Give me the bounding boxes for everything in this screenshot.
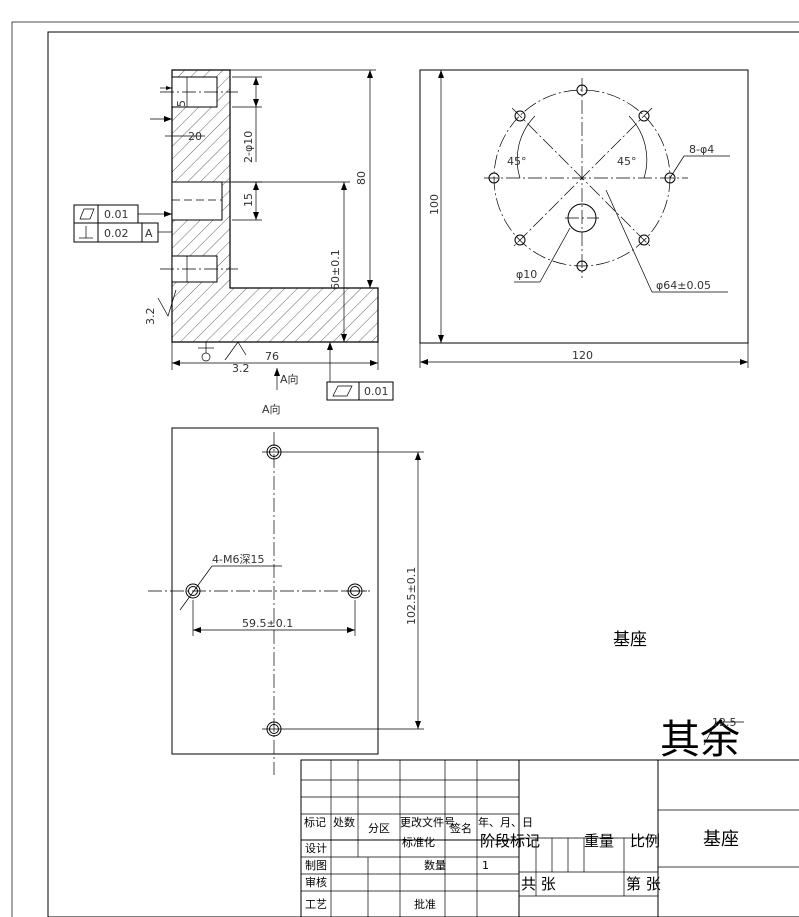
dim-2phi10: 2-φ10 — [242, 131, 255, 163]
row-review: 审核 — [305, 875, 327, 889]
svg-text:A: A — [145, 227, 153, 240]
roughness-side: 3.2 — [144, 308, 157, 326]
hdr-sign: 签名 — [450, 821, 472, 835]
dim-15: 15 — [242, 193, 255, 207]
qiyu-roughness: 12.5 — [712, 716, 737, 729]
stage-mark: 阶段标记 — [480, 832, 540, 850]
angle-right: 45° — [617, 155, 637, 168]
dim-120: 120 — [572, 349, 593, 362]
thread-callout: 4-M6深15 — [212, 553, 264, 566]
total-sheets: 共 张 — [521, 875, 556, 893]
quantity-value: 1 — [482, 859, 489, 872]
std-label: 标准化 — [402, 835, 435, 849]
svg-text:0.01: 0.01 — [364, 385, 389, 398]
hdr-doc: 更改文件号 — [400, 815, 455, 829]
roughness-bottom: 3.2 — [232, 362, 250, 375]
gdt-perpendicularity: 0.02 A — [73, 222, 159, 243]
holes-callout: 8-φ4 — [689, 143, 714, 156]
qiyu-text: 其余 — [660, 717, 740, 763]
outer-border — [11, 21, 799, 917]
bolt-holes — [488, 84, 676, 272]
a-view: A向 4-M6深15 59.5±0.1 102.5±0.1 — [148, 402, 424, 775]
side-outline — [419, 69, 749, 344]
part-label: 基座 — [613, 630, 647, 650]
gdt-flatness-bottom: 0.01 — [326, 381, 394, 401]
row-design: 设计 — [305, 842, 327, 855]
hdr-date: 年、月、日 — [478, 815, 533, 829]
inner-border — [47, 31, 799, 917]
scale-label: 比例 — [630, 832, 660, 850]
a-view-label: A向 — [262, 402, 281, 416]
dim-20: 20 — [188, 130, 202, 143]
hdr-mark: 标记 — [304, 815, 326, 829]
weight-label: 重量 — [584, 832, 614, 850]
dim-5: 5 — [175, 100, 188, 107]
row-draw: 制图 — [305, 859, 327, 872]
hdr-count: 处数 — [333, 816, 355, 829]
row-process: 工艺 — [305, 898, 327, 911]
dim-59-5: 59.5±0.1 — [242, 617, 293, 630]
dim-102-5: 102.5±0.1 — [405, 567, 418, 625]
front-view: 5 20 2-φ10 15 80 60±0.1 76 — [73, 69, 394, 401]
dim-80: 80 — [355, 171, 368, 185]
dim-76: 76 — [265, 350, 279, 363]
pcd-callout: φ64±0.05 — [656, 279, 711, 292]
angle-left: 45° — [507, 155, 527, 168]
hdr-zone: 分区 — [368, 822, 390, 835]
dim-100: 100 — [428, 194, 441, 215]
side-view: 100 120 45° 45° — [419, 69, 749, 368]
approve-label: 批准 — [414, 897, 436, 911]
view-arrow-label: A向 — [280, 372, 299, 386]
svg-text:0.02: 0.02 — [104, 227, 129, 240]
title-block: 标记 处数 分区 更改文件号 签名 年、月、日 设计 制图 审核 工艺 标准化 … — [300, 759, 799, 917]
title-name: 基座 — [703, 829, 739, 850]
sheet-no: 第 张 — [626, 875, 661, 893]
gdt-flatness-top: 0.01 — [73, 204, 139, 224]
svg-text:0.01: 0.01 — [104, 208, 129, 221]
dim-60: 60±0.1 — [329, 249, 342, 290]
quantity-label: 数量 — [424, 859, 446, 872]
bore-callout: φ10 — [516, 268, 537, 281]
